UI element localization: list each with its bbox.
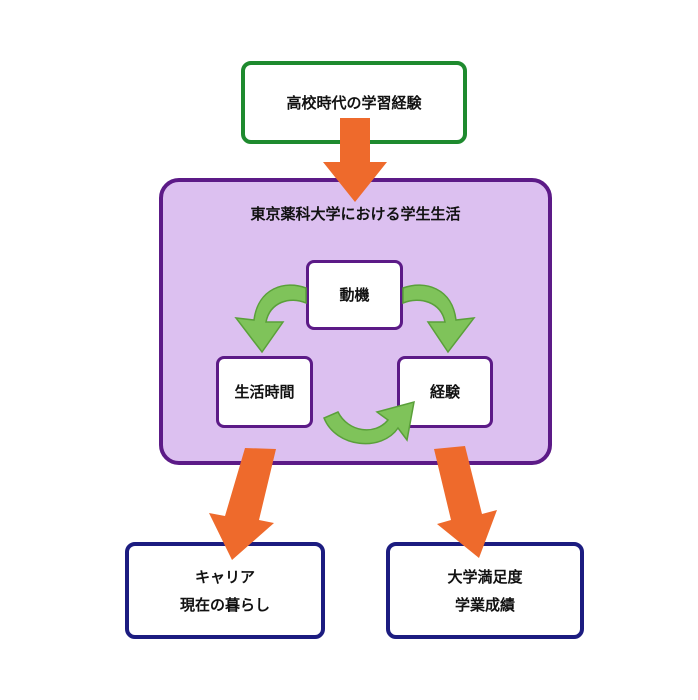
arrow-to-academic (434, 446, 497, 558)
arrow-lifetime-to-experience (323, 400, 415, 445)
life-time-label: 生活時間 (234, 383, 295, 401)
career-box: キャリア 現在の暮らし (125, 542, 325, 639)
motivation-label: 動機 (339, 286, 370, 304)
academic-box: 大学満足度 学業成績 (386, 542, 584, 639)
academic-label-line2: 学業成績 (454, 595, 515, 614)
career-label-line2: 現在の暮らし (179, 595, 270, 614)
life-time-box: 生活時間 (216, 356, 313, 428)
experience-box: 経験 (397, 356, 493, 428)
arrow-highschool-to-university (323, 118, 387, 202)
arrow-motivation-to-lifetime (234, 284, 307, 354)
career-label-line1: キャリア (194, 567, 255, 586)
university-life-title: 東京薬科大学における学生生活 (250, 205, 461, 223)
arrow-to-career (209, 448, 276, 560)
high-school-label: 高校時代の学習経験 (286, 93, 422, 112)
experience-label: 経験 (429, 383, 460, 401)
motivation-box: 動機 (306, 260, 403, 330)
academic-label-line1: 大学満足度 (447, 567, 523, 586)
arrow-motivation-to-experience (402, 284, 476, 354)
